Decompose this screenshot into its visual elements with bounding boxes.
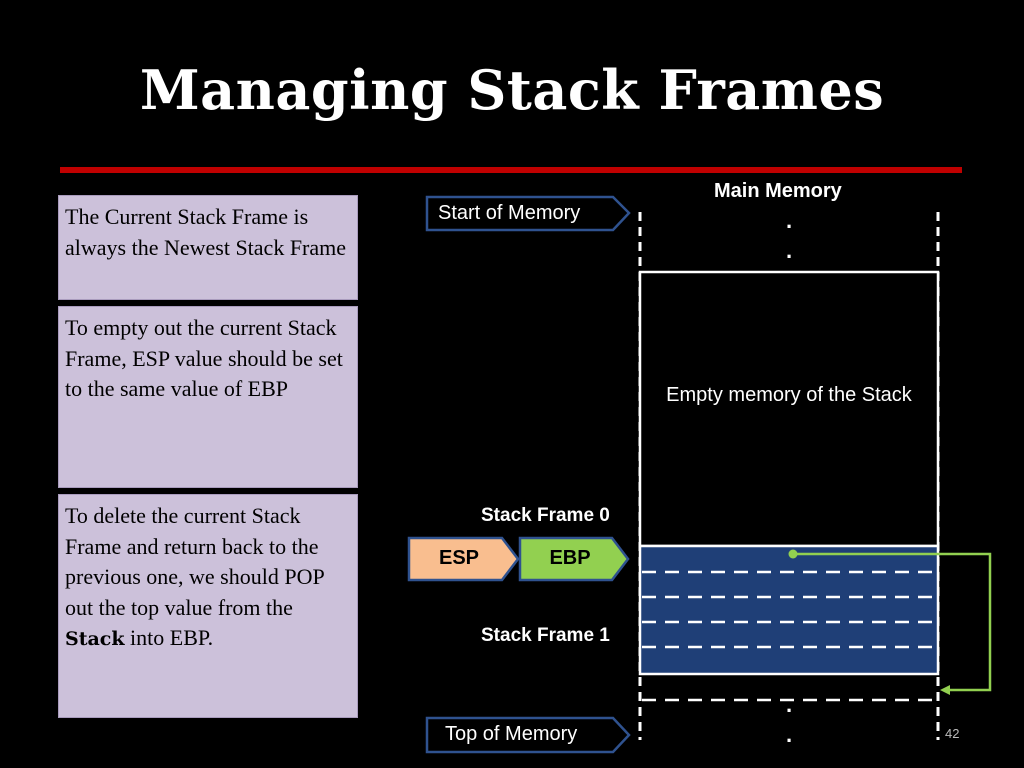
note-delete-frame-text-after: into EBP.	[124, 625, 214, 650]
stack-frame-block	[638, 544, 940, 676]
note-delete-frame: To delete the current Stack Frame and re…	[58, 494, 358, 718]
saved-ebp-arrowhead-icon	[940, 685, 950, 695]
top-of-memory-label: Top of Memory	[445, 723, 578, 745]
note-empty-frame-text: To empty out the current Stack Frame, ES…	[65, 315, 343, 401]
note-delete-frame-text-before: To delete the current Stack Frame and re…	[65, 503, 324, 620]
ebp-pointer-shape	[518, 536, 630, 582]
top-of-memory-callout	[425, 716, 631, 754]
ellipsis-dot-top: .	[786, 238, 793, 263]
esp-pointer-shape	[407, 536, 520, 582]
empty-stack-block	[638, 270, 940, 548]
main-memory-label: Main Memory	[714, 180, 842, 202]
note-empty-frame: To empty out the current Stack Frame, ES…	[58, 306, 358, 488]
note-delete-frame-bold: Stack	[65, 628, 125, 650]
esp-label: ESP	[438, 547, 480, 569]
stack-frame-1-label: Stack Frame 1	[481, 625, 610, 646]
slide-number: 42	[945, 726, 960, 741]
start-of-memory-label: Start of Memory	[438, 202, 581, 224]
ellipsis-dot-top: .	[786, 208, 793, 233]
ellipsis-dot-bottom: .	[786, 722, 793, 747]
note-current-frame: The Current Stack Frame is always the Ne…	[58, 195, 358, 300]
note-current-frame-text: The Current Stack Frame is always the Ne…	[65, 204, 347, 260]
title-divider	[60, 167, 962, 173]
start-of-memory-callout	[425, 195, 631, 232]
saved-ebp-pointer-line	[793, 552, 992, 692]
ebp-label: EBP	[549, 547, 591, 569]
slide-title: Managing Stack Frames	[139, 58, 885, 122]
empty-memory-label: Empty memory of the Stack	[666, 384, 912, 406]
stack-frame-0-label: Stack Frame 0	[481, 505, 610, 526]
ellipsis-dot-bottom: .	[786, 692, 793, 717]
